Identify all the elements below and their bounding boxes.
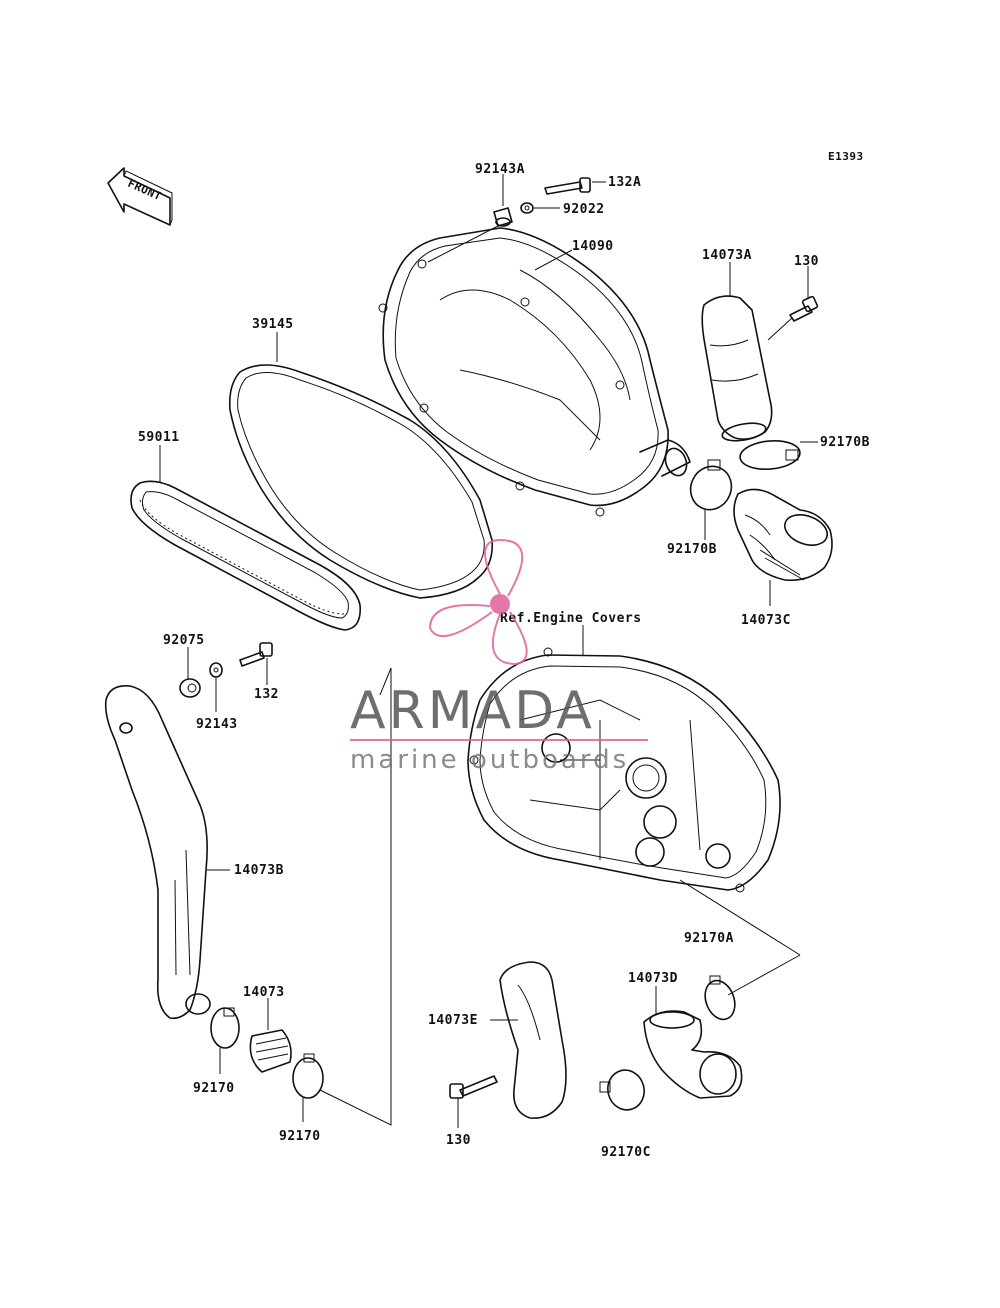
duct-14073D bbox=[643, 986, 743, 1099]
label-14073C: 14073C bbox=[741, 613, 791, 628]
bolt-130-bottom bbox=[449, 1075, 498, 1128]
duct-14073E bbox=[490, 961, 567, 1119]
collar-92143A bbox=[493, 174, 513, 227]
front-arrow-icon: FRONT bbox=[107, 167, 173, 226]
drive-belt-59011 bbox=[130, 445, 362, 631]
clamp-92170-b bbox=[292, 1053, 324, 1122]
clamp-92170C bbox=[599, 1069, 645, 1111]
label-130-bottom: 130 bbox=[446, 1133, 471, 1148]
label-132A: 132A bbox=[608, 175, 641, 190]
label-14073: 14073 bbox=[243, 985, 285, 1000]
grommet-92075 bbox=[179, 647, 201, 698]
duct-14073B bbox=[104, 684, 230, 1020]
propeller-icon bbox=[428, 538, 528, 666]
clutch-cover-14090 bbox=[378, 225, 691, 517]
diagram-code: E1393 bbox=[828, 150, 864, 163]
duct-14073A bbox=[701, 262, 773, 442]
label-92143: 92143 bbox=[196, 717, 238, 732]
label-92170B-right: 92170B bbox=[820, 435, 870, 450]
engine-cover-reference bbox=[467, 625, 781, 893]
clamp-92170-a bbox=[210, 1007, 240, 1074]
bolt-130-top bbox=[767, 266, 819, 341]
label-92170B-left: 92170B bbox=[667, 542, 717, 557]
clamp-92170A bbox=[704, 975, 736, 1021]
label-92170A: 92170A bbox=[684, 931, 734, 946]
label-132: 132 bbox=[254, 687, 279, 702]
watermark-brand: ARMADA bbox=[350, 681, 595, 741]
label-14073E: 14073E bbox=[428, 1013, 478, 1028]
ref-engine-covers-label: Ref.Engine Covers bbox=[500, 611, 642, 626]
label-92170-a: 92170 bbox=[193, 1081, 235, 1096]
label-92075: 92075 bbox=[163, 633, 205, 648]
front-arrow-label: FRONT bbox=[126, 177, 164, 203]
label-130-top: 130 bbox=[794, 254, 819, 269]
label-14073A: 14073A bbox=[702, 248, 752, 263]
label-14073D: 14073D bbox=[628, 971, 678, 986]
label-39145: 39145 bbox=[252, 317, 294, 332]
watermark-tagline: marine outboards bbox=[350, 745, 629, 775]
label-14090: 14090 bbox=[572, 239, 614, 254]
label-92143A: 92143A bbox=[475, 162, 525, 177]
label-92022: 92022 bbox=[563, 202, 605, 217]
bolt-132 bbox=[239, 642, 273, 685]
duct-14073C bbox=[733, 488, 833, 606]
label-92170C: 92170C bbox=[601, 1145, 651, 1160]
label-59011: 59011 bbox=[138, 430, 180, 445]
bolt-132A bbox=[544, 177, 606, 195]
label-92170-b: 92170 bbox=[279, 1129, 321, 1144]
leader-92170A-lower bbox=[727, 954, 801, 996]
label-14073B: 14073B bbox=[234, 863, 284, 878]
leader-92170A-upper bbox=[679, 879, 801, 956]
washer-92143 bbox=[209, 662, 223, 712]
gasket-39145 bbox=[228, 332, 494, 599]
bracket-leader-left bbox=[319, 667, 392, 1126]
sleeve-14073 bbox=[249, 998, 292, 1073]
watermark-logo: ARMADA marine outboards bbox=[350, 538, 648, 775]
clamp-92170B-left bbox=[689, 459, 733, 540]
washer-92022 bbox=[520, 202, 560, 214]
clamp-92170B-right bbox=[739, 440, 818, 470]
